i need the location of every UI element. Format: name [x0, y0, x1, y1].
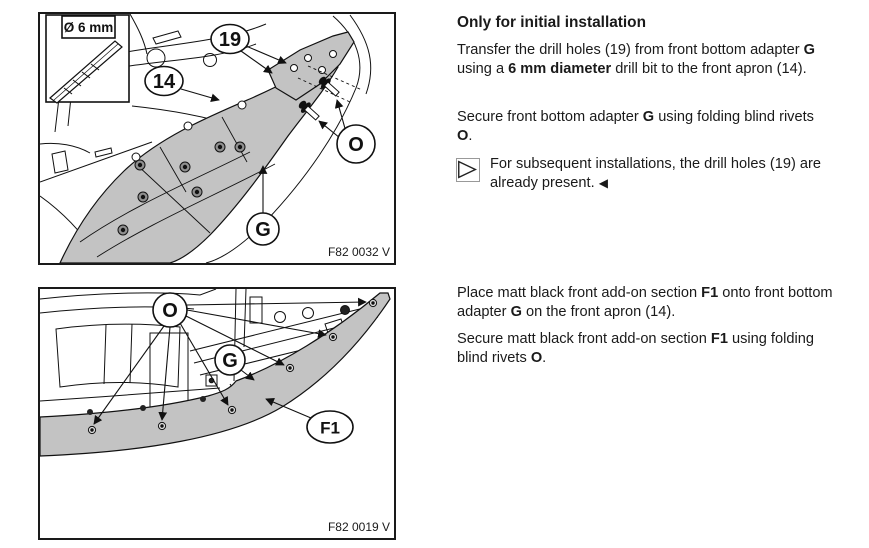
drill-diameter-label: Ø 6 mm: [64, 20, 114, 35]
text-run: using a: [457, 61, 509, 78]
figure-addon-section: O G F1 F82 0019 V: [38, 287, 396, 540]
text-run: Transfer the drill holes (19) from front…: [457, 42, 804, 58]
bold-ref-o: O: [457, 128, 469, 145]
text-run: onto front bottom adapter: [457, 285, 833, 321]
figure-top-drawing: 19 14 O G: [40, 14, 390, 263]
text-run: drill bit to the front apron (14).: [611, 61, 807, 78]
text-run: Secure matt black front add-on section: [457, 331, 711, 347]
bold-diameter: 6 mm diameter: [508, 61, 612, 78]
instruction-paragraph-3: Place matt black front add-on section F1…: [457, 284, 833, 323]
blind-rivet-icon: [298, 100, 320, 121]
text-run: Secure front bottom adapter: [457, 109, 643, 125]
bold-ref-g: G: [803, 42, 815, 58]
figure-drill-adapter: 19 14 O G: [38, 12, 396, 265]
bold-ref-g: G: [642, 109, 655, 125]
callout-f1: F1: [265, 398, 354, 444]
callout-g-label: G: [222, 350, 238, 372]
text-run: using folding blind rivets: [654, 109, 814, 125]
callout-14: 14: [144, 65, 220, 103]
text-run: on the front apron (14).: [521, 304, 676, 321]
bold-ref-f1: F1: [710, 331, 728, 347]
blind-rivet-icon: [318, 76, 340, 97]
note-paragraph: For subsequent installations, the drill …: [490, 155, 862, 194]
bold-ref-g: G: [510, 304, 522, 321]
callout-g-label: G: [255, 219, 271, 241]
callout-g: G: [246, 165, 280, 246]
text-run: Place matt black front add-on section: [457, 285, 702, 301]
callout-o: O: [318, 99, 376, 164]
callout-19: 19: [210, 23, 287, 74]
section-heading: Only for initial installation: [457, 14, 646, 31]
callout-o-label: O: [162, 300, 178, 322]
text-run: using folding blind rivets: [457, 331, 814, 367]
adapter-drill-hole-area: [267, 31, 363, 103]
figure-bottom-drawing: O G F1 F82 0019 V: [40, 289, 391, 534]
bold-ref-o: O: [530, 350, 543, 367]
callout-f1-label: F1: [320, 419, 340, 438]
instruction-paragraph-1: Transfer the drill holes (19) from front…: [457, 41, 833, 80]
drill-inset: Ø 6 mm: [45, 14, 130, 104]
paragraph-end-marker: ◀: [598, 176, 608, 191]
instruction-paragraph-4: Secure matt black front add-on section F…: [457, 330, 833, 369]
callout-o: O: [93, 292, 367, 425]
callout-g: G: [214, 344, 255, 381]
figure-code: F82 0019 V: [328, 520, 390, 534]
callout-19-label: 19: [219, 29, 241, 51]
front-add-on-section-part: [40, 292, 391, 457]
callout-14-label: 14: [153, 71, 176, 93]
figure-code: F82 0032 V: [328, 245, 390, 259]
instruction-paragraph-2: Secure front bottom adapter G using fold…: [457, 108, 833, 147]
bold-ref-f1: F1: [701, 285, 719, 301]
text-run: .: [542, 350, 547, 367]
rivet-points: [87, 298, 378, 435]
rivet-heads: [117, 141, 246, 236]
note-text-run: For subsequent installations, the drill …: [490, 156, 821, 192]
note-triangle-glyph: [458, 160, 478, 179]
callout-o-label: O: [348, 134, 364, 156]
note-triangle-icon: [456, 158, 480, 182]
text-run: .: [468, 128, 473, 145]
drill-bit-icon: [49, 40, 123, 104]
